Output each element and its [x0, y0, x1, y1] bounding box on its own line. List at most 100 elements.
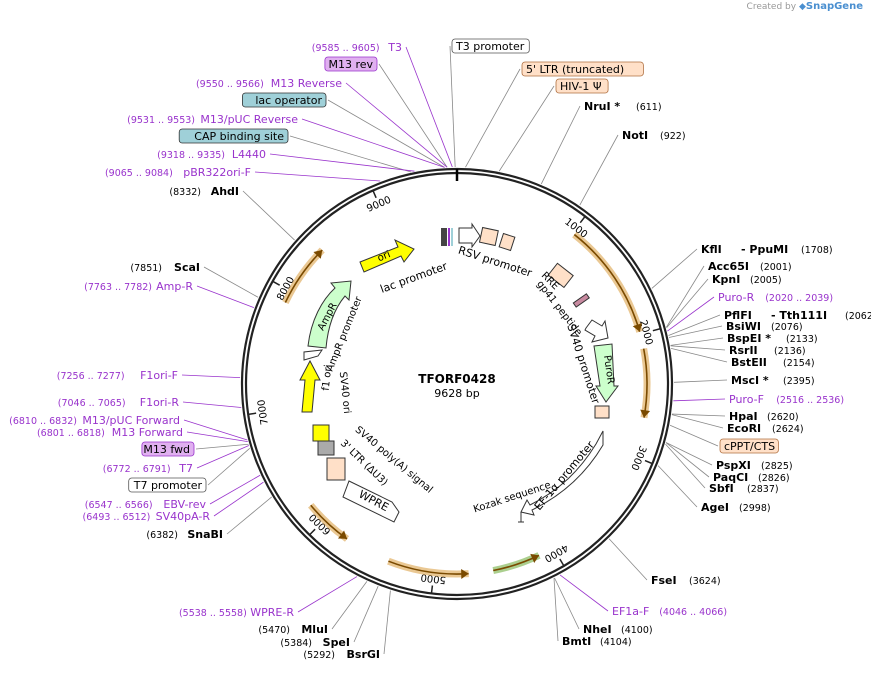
arc-ampr-glow — [282, 247, 325, 305]
leader-lines — [181, 45, 728, 655]
label-33[interactable]: Puro-R(2020 .. 2039) — [718, 291, 833, 304]
label-17[interactable]: T7 promoter — [128, 477, 207, 493]
label-9[interactable]: ScaI (7851) — [130, 261, 200, 274]
label-23[interactable]: SpeI(5384) — [280, 636, 350, 649]
label-38[interactable]: BstEII(2154) — [731, 356, 815, 369]
enzyme-position: (2998) — [739, 503, 771, 514]
label-19[interactable]: SV40pA-R(6493 .. 6512) — [83, 510, 211, 523]
label-12[interactable]: F1ori-R(7046 .. 7065) — [58, 396, 180, 409]
enzyme-name: AgeI — [701, 501, 729, 514]
label-44[interactable]: PspXI(2825) — [716, 459, 793, 472]
label-47[interactable]: AgeI (2998) — [701, 501, 771, 514]
label-4[interactable]: M13/pUC Reverse(9531 .. 9553) — [127, 113, 298, 126]
label-34[interactable]: PflFI- Tth111I(2062) — [724, 309, 871, 322]
leader-line — [345, 82, 448, 168]
label-32[interactable]: KpnI(2005) — [712, 273, 782, 286]
label-7[interactable]: pBR322ori-F (9065 .. 9084) — [105, 166, 251, 179]
label-8[interactable]: AhdI(8332) — [169, 185, 239, 198]
label-40[interactable]: Puro-F(2516 .. 2536) — [729, 393, 844, 406]
leader-line — [579, 134, 619, 206]
primer-range: (6801 .. 6818) — [37, 428, 105, 439]
enzyme-position: (922) — [660, 131, 686, 142]
tick-label: 7000 — [256, 399, 271, 426]
label-48[interactable]: FseI(3624) — [651, 574, 721, 587]
credit-brand: SnapGene — [805, 1, 863, 12]
label-24[interactable]: BsrGI(5292) — [303, 648, 380, 661]
puror-arrow[interactable] — [593, 343, 619, 403]
label-49[interactable]: EF1a-F(4046 .. 4066) — [612, 605, 727, 618]
label-43[interactable]: cPPT/CTS — [719, 438, 779, 454]
label-18[interactable]: EBV-rev(6547 .. 6566) — [85, 498, 207, 511]
label-51[interactable]: BmtI(4104) — [562, 635, 632, 648]
ampr-promoter-arrow — [303, 349, 324, 361]
enzyme-position: (2062) — [845, 311, 871, 322]
primer-range: (9065 .. 9084) — [105, 168, 173, 179]
label-0[interactable]: T3(9585 .. 9605) — [312, 41, 402, 54]
leader-line — [269, 153, 415, 172]
label-20[interactable]: SnaBI(6382) — [146, 528, 223, 541]
label-26[interactable]: 5' LTR (truncated) — [521, 61, 644, 77]
label-45[interactable]: PaqCI(2826) — [713, 471, 790, 484]
enzyme-name: NotI — [622, 129, 648, 142]
label-29[interactable]: NotI (922) — [622, 129, 686, 142]
ampr-arrow[interactable] — [307, 280, 352, 349]
leader-line — [226, 496, 272, 535]
enzyme-position: (7851) — [130, 263, 162, 274]
enzyme-name: ScaI — [174, 261, 200, 274]
label-16[interactable]: T7(6772 .. 6791) — [103, 462, 193, 475]
label-11[interactable]: F1ori-F(7256 .. 7277) — [57, 369, 178, 382]
arc-gag[interactable] — [573, 233, 641, 332]
label-5[interactable]: CAP binding site — [178, 128, 289, 144]
feature-box — [451, 38, 530, 54]
label-21[interactable]: WPRE-R(5538 .. 5558) — [179, 606, 294, 619]
label-14[interactable]: M13 Forward(6801 .. 6818) — [37, 426, 183, 439]
feature-box — [241, 92, 327, 108]
label-13[interactable]: M13/pUC Forward(6810 .. 6832) — [9, 414, 180, 427]
label-25[interactable]: T3 promoter — [451, 38, 530, 54]
primer-name: F1ori-R — [140, 396, 180, 409]
enzyme-name: MluI — [301, 623, 328, 636]
label-39[interactable]: MscI *(2395) — [731, 374, 815, 387]
label-6[interactable]: L4440(9318 .. 9335) — [157, 148, 266, 161]
label-42[interactable]: EcoRI(2624) — [727, 422, 804, 435]
primer-name: WPRE-R — [250, 606, 294, 619]
feature-box-label: T7 promoter — [133, 479, 203, 492]
primer-range: (7763 .. 7782) — [84, 282, 152, 293]
leader-line — [665, 443, 706, 489]
label-10[interactable]: Amp-R(7763 .. 7782) — [84, 280, 193, 293]
leader-line — [449, 45, 456, 168]
label-30[interactable]: KflI- PpuMI(1708) — [701, 243, 833, 256]
leader-line — [186, 431, 248, 443]
label-15[interactable]: M13 fwd — [141, 441, 195, 457]
label-46[interactable]: SbfI(2837) — [709, 482, 779, 495]
arc-ltr3-head — [337, 530, 348, 539]
label-1[interactable]: M13 rev — [324, 56, 378, 72]
label-22[interactable]: MluI(5470) — [258, 623, 328, 636]
label-28[interactable]: NruI *(611) — [584, 100, 662, 113]
label-31[interactable]: Acc65I(2001) — [708, 260, 792, 273]
leader-line — [668, 325, 723, 338]
leader-line — [670, 337, 724, 346]
primer-range: (2516 .. 2536) — [776, 395, 844, 406]
primer-name: pBR322ori-F — [183, 166, 251, 179]
primer-range: (6493 .. 6512) — [83, 512, 151, 523]
credit: Created by ◆SnapGene — [747, 1, 863, 12]
label-27[interactable]: HIV-1 Ψ — [555, 78, 609, 94]
feature-box — [324, 56, 378, 72]
tick-mark — [372, 190, 377, 199]
label-37[interactable]: RsrII(2136) — [729, 344, 806, 357]
label-36[interactable]: BspEI *(2133) — [727, 332, 818, 345]
leader-line — [207, 448, 251, 486]
enzyme-position: (2133) — [786, 334, 818, 345]
label-35[interactable]: BsiWI(2076) — [726, 320, 803, 333]
enzyme-name: HpaI — [729, 410, 758, 423]
label-3[interactable]: lac operator — [241, 92, 327, 108]
ori-arrow[interactable] — [359, 238, 415, 273]
label-41[interactable]: HpaI(2620) — [729, 410, 799, 423]
label-50[interactable]: NheI(4100) — [583, 623, 653, 636]
label-2[interactable]: M13 Reverse(9550 .. 9566) — [196, 77, 342, 90]
f1-ori-arrow[interactable] — [299, 359, 321, 413]
leader-line — [671, 413, 726, 417]
leader-line — [667, 296, 715, 332]
